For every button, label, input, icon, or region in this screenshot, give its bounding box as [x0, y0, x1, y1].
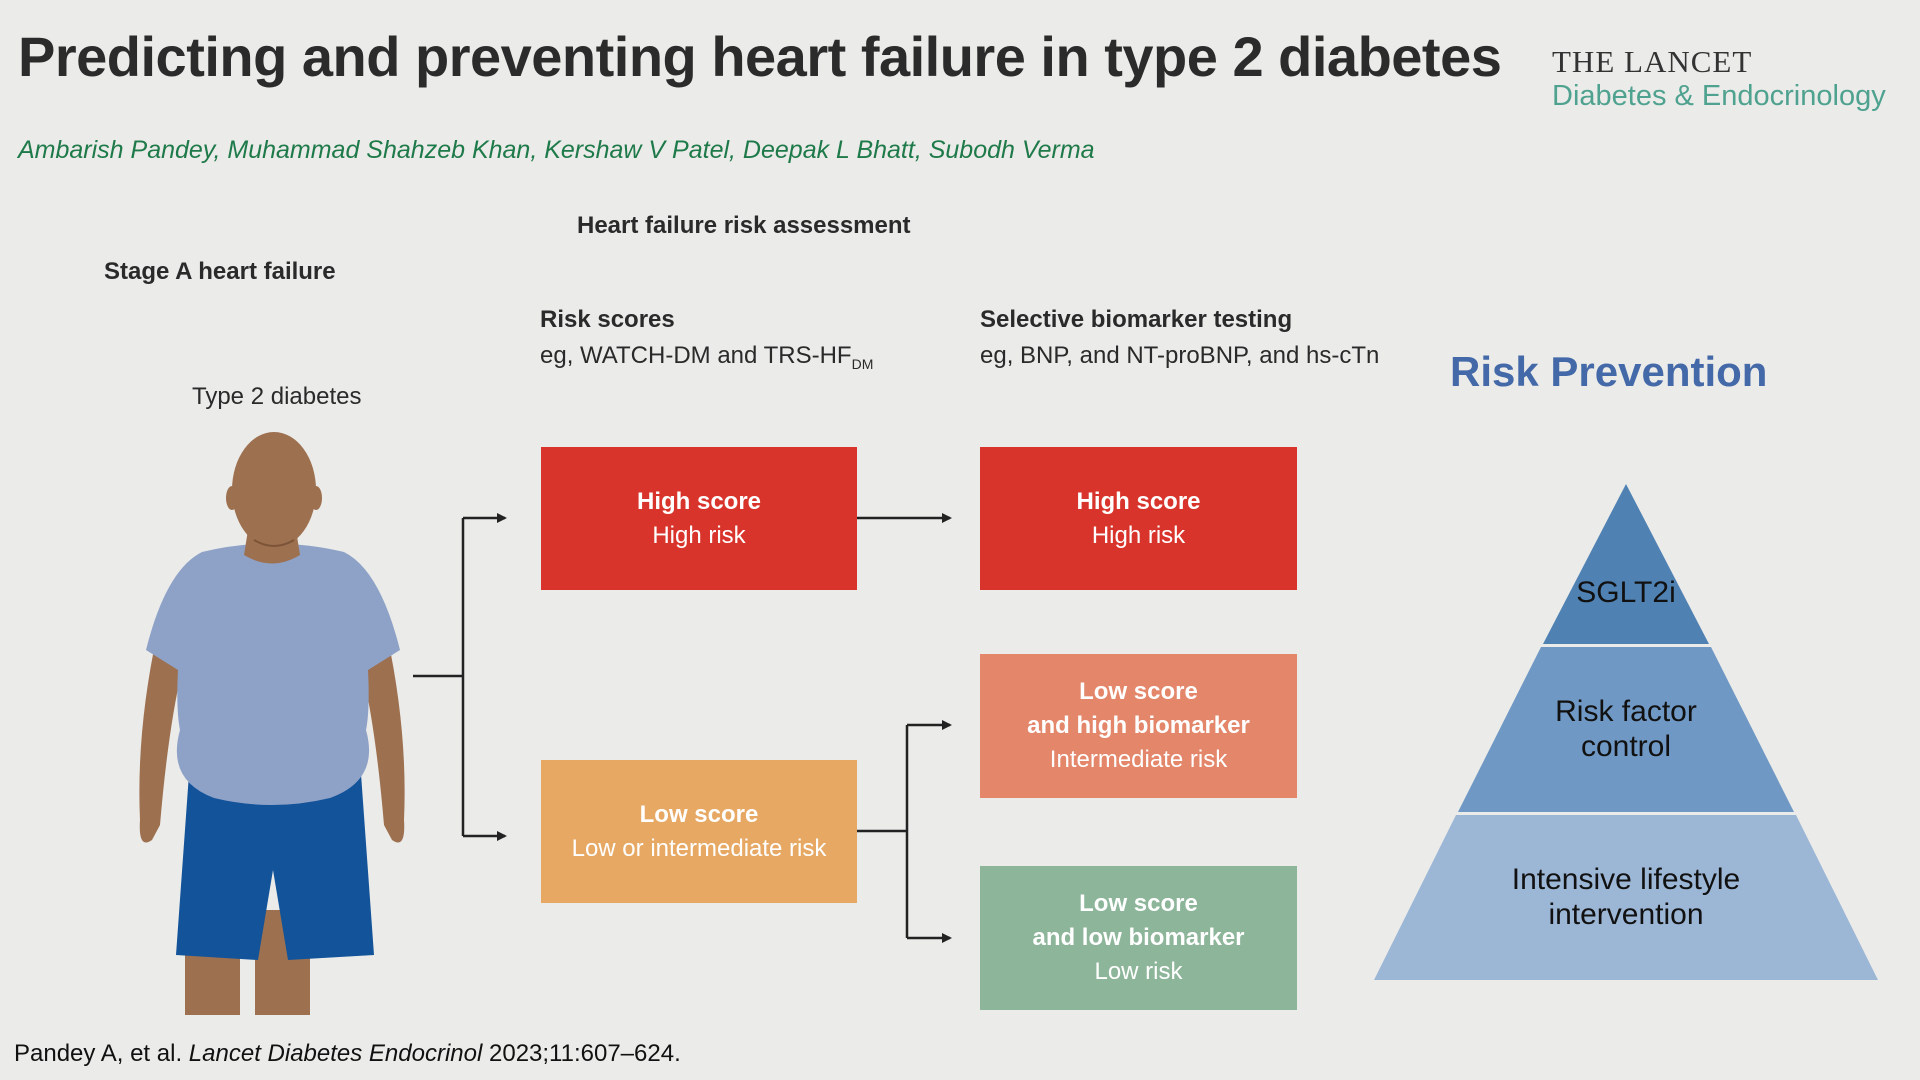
box-intermediate-line2: and high biomarker — [1027, 712, 1250, 739]
box-low-score: Low score Low or intermediate risk — [541, 760, 857, 903]
box-low-risk-line1: Low score — [1079, 890, 1198, 917]
patient-label: Type 2 diabetes — [192, 383, 362, 410]
box-low-risk: Low score and low biomarker Low risk — [980, 866, 1297, 1010]
box-high-score-line1: High score — [636, 487, 762, 515]
right-arm — [362, 630, 405, 843]
risk-scores-example: eg, WATCH-DM and TRS-HFDM — [540, 342, 873, 372]
risk-scores-subscript: DM — [851, 355, 874, 372]
box-low-score-line2: Low or intermediate risk — [571, 834, 827, 862]
author-list: Ambarish Pandey, Muhammad Shahzeb Khan, … — [18, 136, 1095, 164]
left-arm — [139, 630, 182, 843]
chin-line — [253, 539, 295, 547]
pyramid-label-risk-factor: Risk factor control — [1555, 695, 1697, 763]
risk-prevention-title: Risk Prevention — [1450, 348, 1768, 395]
biomarker-example: eg, BNP, and NT-proBNP, and hs-cTn — [980, 342, 1380, 369]
person-illustration — [139, 432, 405, 1015]
head — [232, 432, 316, 548]
box-biomarker-high-risk: High score High risk — [980, 447, 1297, 590]
pyramid-label-lifestyle: Intensive lifestyle intervention — [1511, 863, 1741, 931]
box-intermediate-line1: Low score — [1079, 678, 1198, 705]
box-bio-high-line2: High risk — [1091, 521, 1186, 549]
shirt — [146, 543, 400, 805]
box-bio-high-line1: High score — [1076, 487, 1201, 515]
pyramid-label-sglt2i: SGLT2i — [1576, 576, 1676, 609]
stage-label: Stage A heart failure — [104, 258, 336, 285]
journal-logo-line2: Diabetes & Endocrinology — [1552, 80, 1886, 112]
page-title: Predicting and preventing heart failure … — [18, 25, 1502, 88]
pyramid-tier-top — [1543, 484, 1709, 644]
risk-scores-heading: Risk scores — [540, 306, 675, 333]
box-intermediate-line3: Intermediate risk — [1049, 746, 1228, 773]
shorts — [176, 760, 374, 960]
box-low-risk-line2: and low biomarker — [1032, 924, 1245, 951]
prevention-pyramid — [1374, 484, 1878, 980]
section-title: Heart failure risk assessment — [577, 212, 911, 239]
box-low-score-line1: Low score — [639, 800, 759, 828]
box-high-score-line2: High risk — [652, 521, 746, 549]
citation: Pandey A, et al. Lancet Diabetes Endocri… — [14, 1040, 681, 1068]
pyramid-tier-bottom — [1374, 815, 1878, 980]
citation-prefix: Pandey A, et al. — [14, 1040, 189, 1067]
journal-logo-line1: THE LANCET — [1552, 44, 1753, 79]
box-high-score: High score High risk — [541, 447, 857, 590]
citation-suffix: 2023;11:607–624. — [482, 1040, 681, 1067]
box-intermediate-risk: Low score and high biomarker Intermediat… — [980, 654, 1297, 798]
left-ear — [226, 486, 238, 510]
box-low-risk-line3: Low risk — [1094, 958, 1183, 985]
citation-journal: Lancet Diabetes Endocrinol — [188, 1040, 483, 1067]
right-ear — [310, 486, 322, 510]
pyramid-tier-middle — [1458, 647, 1794, 812]
risk-scores-example-text: eg, WATCH-DM and TRS-HF — [540, 342, 852, 369]
biomarker-heading: Selective biomarker testing — [980, 306, 1293, 333]
